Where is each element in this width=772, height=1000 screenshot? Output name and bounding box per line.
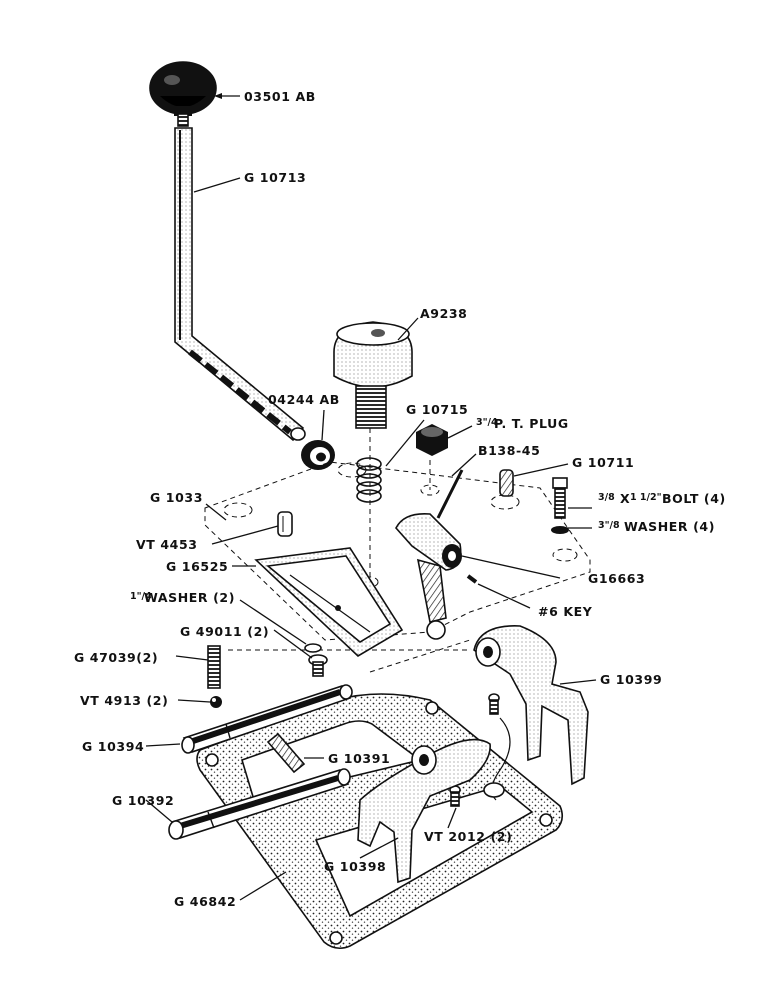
shift-lever-part: [174, 127, 306, 442]
label-plug-fraction: 3"/4: [476, 417, 498, 428]
label-g10392: G 10392: [112, 793, 174, 808]
screws-vt2012-part: [449, 693, 511, 807]
label-pipe-plug: P. T. PLUG: [494, 416, 569, 431]
label-bolt-fraction-b: 1 1/2": [630, 492, 662, 503]
label-g16663: G16663: [588, 571, 645, 586]
label-pin-b138: B138-45: [478, 443, 540, 458]
label-washer4: WASHER (4): [624, 519, 715, 534]
label-g16525: G 16525: [166, 559, 228, 574]
spring-g47039-part: [207, 645, 221, 689]
label-bolt: BOLT (4): [662, 491, 726, 506]
screw-g49011-part: [304, 643, 328, 677]
label-washer4-fraction: 3"/8: [598, 520, 620, 531]
label-g47039: G 47039(2): [74, 650, 158, 665]
label-vt4453: VT 4453: [136, 537, 198, 552]
label-shift-lever: G 10713: [244, 170, 306, 185]
label-g10394: G 10394: [82, 739, 144, 754]
leader-lines: [145, 93, 597, 901]
bracket-g16525-part: [254, 547, 404, 657]
pin-g10391-part: [266, 732, 306, 774]
shift-finger-part: [395, 512, 478, 640]
part-labels: 03501 AB G 10713 A9238 04244 AB G 10715 …: [74, 89, 726, 909]
label-washer2: WASHER (2): [144, 590, 235, 605]
label-cap: A9238: [420, 306, 467, 321]
pin-vt4453-part: [277, 511, 293, 537]
label-pin-g10711: G 10711: [572, 455, 634, 470]
label-washer-04244: 04244 AB: [268, 392, 340, 407]
shift-fork-g10399-part: [473, 625, 589, 786]
washer-04244-part: [301, 440, 335, 470]
label-vt2012: VT 2012 (2): [424, 829, 512, 844]
label-bolt-fraction-a: 3/8: [598, 492, 615, 503]
rail-g10392-part: [168, 768, 351, 840]
knob-part: [149, 61, 217, 127]
label-bolt-x: X: [620, 491, 630, 506]
pin-b138-part: [436, 469, 464, 519]
label-g49011: G 49011 (2): [180, 624, 269, 639]
label-knob: 03501 AB: [244, 89, 316, 104]
rail-g10394-part: [181, 684, 353, 754]
label-key: #6 KEY: [538, 604, 593, 619]
pipe-plug-part: [416, 424, 448, 456]
pin-g10711-part: [499, 469, 514, 497]
label-g10391: G 10391: [328, 751, 390, 766]
shift-fork-g10398-part: [357, 738, 491, 884]
label-g10399: G 10399: [600, 672, 662, 687]
spring-part: [356, 457, 382, 503]
label-gasket: G 46842: [174, 894, 236, 909]
label-g10398: G 10398: [324, 859, 386, 874]
label-spring: G 10715: [406, 402, 468, 417]
label-cover: G 1033: [150, 490, 203, 505]
cap-a9238-part: [333, 321, 413, 429]
label-washer2-fraction: 1"/4: [130, 591, 152, 602]
ball-vt4913-part: [210, 696, 222, 708]
label-vt4913: VT 4913 (2): [80, 693, 168, 708]
